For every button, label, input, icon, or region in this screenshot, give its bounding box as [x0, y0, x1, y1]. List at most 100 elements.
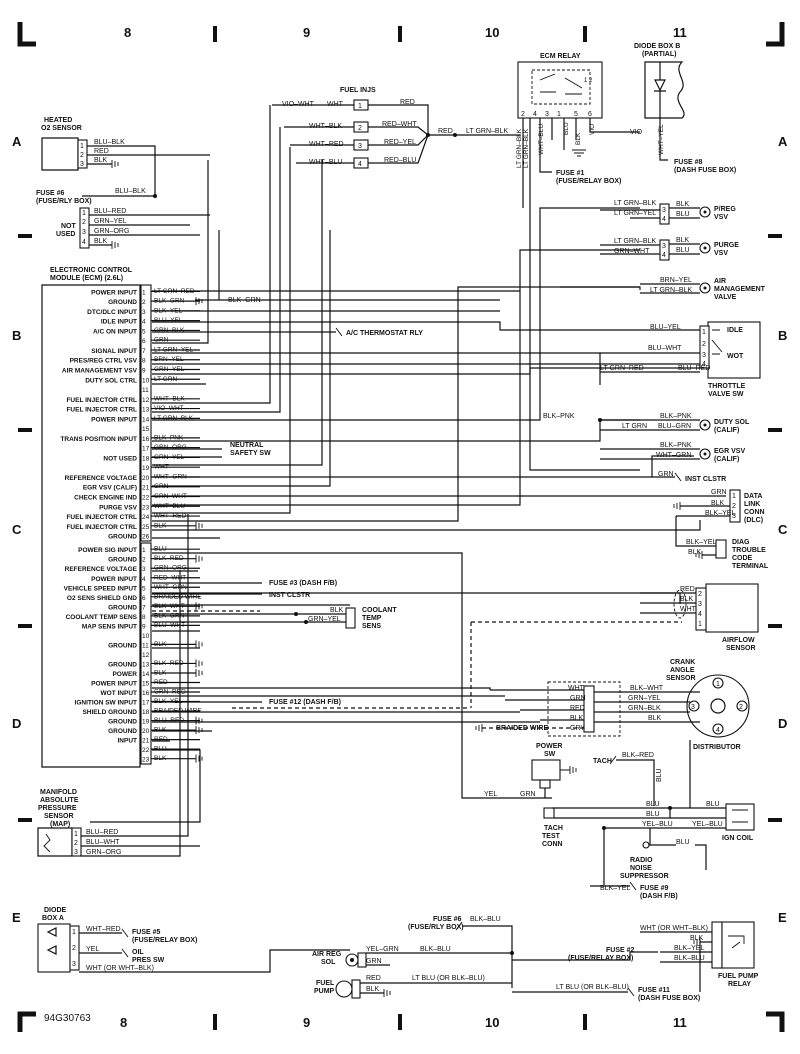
svg-text:3: 3	[698, 601, 702, 608]
map-t2: ABSOLUTE	[40, 797, 79, 804]
egr-t1: EGR VSV	[714, 448, 745, 455]
crank-t2: ANGLE	[670, 667, 695, 674]
relay-w2: BLK	[690, 935, 704, 942]
diag-t2: TROUBLE	[732, 547, 766, 554]
tach-wire: BLK–RED	[622, 752, 654, 759]
ecm-pin-label: POWER INPUT	[91, 680, 137, 687]
coolant-w2: GRN–YEL	[308, 616, 341, 623]
o2-fuse: FUSE #6	[36, 190, 65, 197]
not-used-pin1: BLU–RED	[94, 208, 126, 215]
svg-text:2: 2	[521, 111, 525, 118]
ecm-pin-number: 15	[142, 426, 150, 433]
ecm-pin-number: 6	[142, 595, 146, 602]
ecm-pin-number: 7	[142, 348, 146, 355]
diode-b-sub: (PARTIAL)	[642, 51, 676, 58]
ecm-pin-label: TRANS POSITION INPUT	[60, 436, 137, 443]
ecm-pin-number: 2	[142, 557, 146, 564]
ecm-pin-label: PURGE VSV	[99, 504, 138, 511]
relay-w1: WHT (OR WHT–BLK)	[640, 925, 708, 932]
relay-t2: RELAY	[728, 981, 751, 988]
ecm-pin-number: 23	[142, 504, 150, 511]
ecm-pin-number: 26	[142, 534, 150, 541]
label-fuse3: FUSE #3 (DASH F/B)	[269, 580, 337, 587]
dlc-t2: LINK	[744, 501, 760, 508]
ecm-pin-number: 5	[142, 585, 146, 592]
ecm-pin-label: DTC/DLC INPUT	[87, 309, 137, 316]
ecm-pin-number: 18	[142, 709, 150, 716]
ecm-pin-label: POWER	[112, 671, 137, 678]
airflow-w3: WHT	[680, 606, 697, 613]
crank-w1: WHT	[568, 685, 585, 692]
row-left-a: A	[12, 134, 22, 149]
fuse9-w: BLK–YEL	[600, 885, 630, 892]
f11-sub: (DASH FUSE BOX)	[638, 995, 700, 1002]
duty-w1: BLK–PNK	[543, 413, 575, 420]
ecm-pin-label: NOT USED	[103, 455, 137, 462]
ecm-pin-label: PRES/REG CTRL VSV	[70, 358, 138, 365]
ecm-pin-number: 3	[142, 566, 146, 573]
grid-labels: 8 9 10 11 8 9 10 11 A B C D E A B C D E	[12, 25, 788, 1030]
diode-box-a: DIODE BOX A 123 WHT–RED YEL WHT (OR WHT–…	[37, 907, 350, 973]
svg-text:2: 2	[702, 341, 706, 348]
crank-wr3: GRN–BLK	[628, 705, 661, 712]
diag-w1: BLK–YEL	[686, 539, 716, 546]
ecm-pin-label: IDLE INPUT	[101, 319, 137, 326]
ecm-pin-number: 1	[142, 289, 146, 296]
svg-text:3: 3	[702, 352, 706, 359]
not-used-l2: USED	[56, 231, 75, 238]
air-t2: MANAGEMENT	[714, 286, 766, 293]
pump-ltblu2: LT BLU (OR BLK–BLU)	[556, 984, 629, 991]
o2-fuse-wire: BLU–BLK	[115, 188, 146, 195]
ecm-pin-number: 17	[142, 446, 150, 453]
row-left-d: D	[12, 716, 21, 731]
duty-w3: BLU–GRN	[658, 423, 691, 430]
diode-box-b: DIODE BOX B (PARTIAL) VIO WHT–YEL FUSE #…	[630, 43, 736, 174]
ign-coil-title: IGN COIL	[722, 835, 754, 842]
ecm-pin-number: 6	[142, 338, 146, 345]
crank-w3: RED	[570, 705, 585, 712]
purge-w2: GRN–WHT	[614, 248, 650, 255]
ground-symbol	[195, 668, 203, 677]
ecm-pin-number: 19	[142, 719, 150, 726]
ecm-pin-number: 20	[142, 475, 150, 482]
svg-text:1: 1	[358, 103, 362, 110]
not-used-pin2: GRN–YEL	[94, 218, 127, 225]
svg-text:1 2: 1 2	[584, 78, 593, 84]
svg-text:4: 4	[82, 239, 86, 246]
ecm-relay-title: ECM RELAY	[540, 53, 581, 60]
purge-pin2: BLU	[676, 247, 690, 254]
ecm-pin-number: 16	[142, 436, 150, 443]
tach-blu: BLU	[656, 768, 663, 782]
crank-t1: CRANK	[670, 659, 695, 666]
svg-text:2: 2	[698, 591, 702, 598]
fuel-injs-red-wht: RED–WHT	[382, 121, 417, 128]
label-inst-clstr: INST CLSTR	[269, 592, 310, 599]
ecm-pin-number: 14	[142, 416, 150, 423]
air-management-valve: BRN–YEL LT GRN–BLK AIR MANAGEMENT VALVE	[640, 277, 766, 301]
ecm-pin-number: 19	[142, 465, 150, 472]
inst-cluster-right: GRN INST CLSTR	[652, 471, 726, 483]
dlc-w2: BLK	[711, 500, 725, 507]
o2-title: HEATED	[44, 117, 72, 124]
radio-t3: SUPPRESSOR	[620, 873, 669, 880]
purge-pin1: BLK	[676, 237, 690, 244]
not-used-pin3: GRN–ORG	[94, 228, 129, 235]
power-sw-yel: YEL	[484, 791, 497, 798]
egr-t2: (CALIF)	[714, 456, 739, 463]
ecm-pin-number: 17	[142, 700, 150, 707]
o2-sensor: HEATED O2 SENSOR 123 BLU–BLK RED BLK FUS…	[36, 117, 210, 205]
ecm-pin-number: 11	[142, 642, 149, 649]
svg-text:1: 1	[557, 111, 561, 118]
duty-t1: DUTY SOL	[714, 419, 750, 426]
ecm-relay-fuse: FUSE #1	[556, 170, 585, 177]
ecm-relay-pin-c: WHT–BLU	[538, 124, 545, 155]
diode-a-w2: YEL	[86, 946, 99, 953]
tach-label: TACH	[593, 758, 612, 765]
svg-text:4: 4	[533, 111, 537, 118]
pump-w2: BLK	[366, 986, 380, 993]
ecm-pin-number: 10	[142, 633, 150, 640]
ecm-pin-label: GROUND	[108, 719, 137, 726]
radio-t1: RADIO	[630, 857, 653, 864]
map-w1: BLU–RED	[86, 829, 118, 836]
